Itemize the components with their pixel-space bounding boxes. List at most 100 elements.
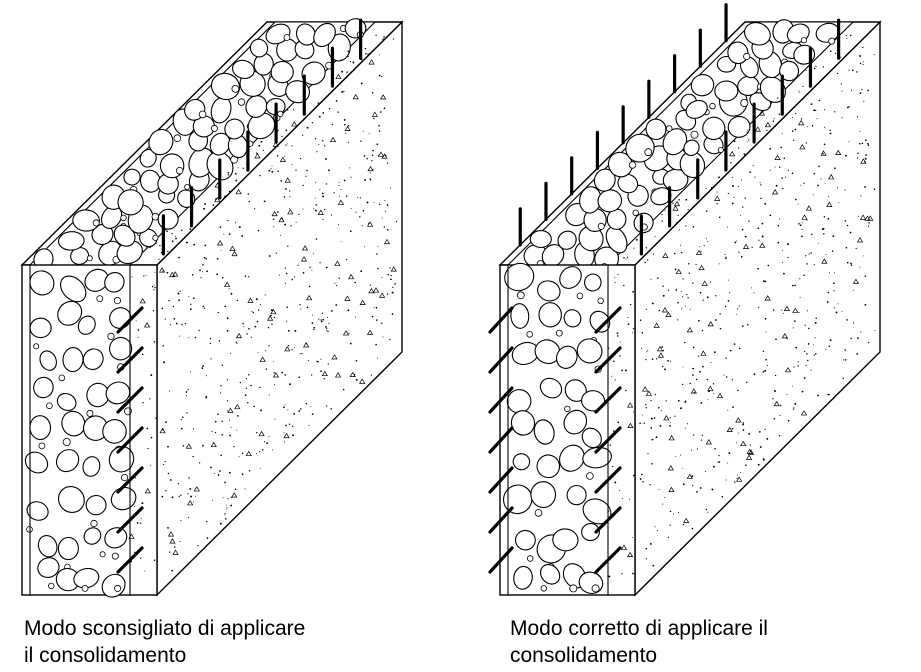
plaster-dot xyxy=(288,423,291,425)
plaster-dot xyxy=(827,217,830,220)
plaster-dot xyxy=(375,306,378,309)
rubble-stone xyxy=(504,262,535,292)
connector-bar-right-side xyxy=(116,546,144,574)
plaster-dot xyxy=(662,503,664,505)
plaster-dot xyxy=(856,116,859,118)
plaster-dot xyxy=(718,461,721,463)
plaster-dot xyxy=(369,172,371,174)
plaster-dot xyxy=(800,184,802,186)
plaster-grain xyxy=(367,165,374,172)
rubble-stone xyxy=(633,212,654,234)
plaster-dot xyxy=(619,355,621,357)
plaster-dot xyxy=(218,340,221,342)
rubble-stone xyxy=(117,189,144,216)
plaster-dot xyxy=(757,227,760,230)
rubble-pebble xyxy=(576,292,584,300)
plaster-dot xyxy=(308,424,310,426)
plaster-dot xyxy=(287,329,290,332)
plaster-grain xyxy=(746,448,753,454)
plaster-dot xyxy=(219,470,221,472)
plaster-dot xyxy=(645,407,648,409)
plaster-dot xyxy=(286,320,288,322)
plaster-dot xyxy=(777,241,780,244)
plaster-dot xyxy=(627,323,630,326)
plaster-dot xyxy=(291,163,293,165)
plaster-grain xyxy=(271,210,278,217)
plaster-dot xyxy=(757,267,760,270)
plaster-dot xyxy=(859,62,862,65)
plaster-dot xyxy=(342,388,345,391)
plaster-dot xyxy=(799,224,802,227)
plaster-dot xyxy=(625,389,627,392)
connector-bar-right-side xyxy=(594,386,622,414)
plaster-dot xyxy=(389,338,391,341)
plaster-dot xyxy=(220,392,222,394)
plaster-dot xyxy=(688,262,690,265)
plaster-dot xyxy=(731,379,733,381)
plaster-dot xyxy=(682,483,685,486)
plaster-dot xyxy=(846,319,848,321)
plaster-dot xyxy=(295,221,297,223)
plaster-dot xyxy=(226,379,229,381)
plaster-dot xyxy=(189,371,191,373)
plaster-dot xyxy=(347,50,350,53)
rubble-stone xyxy=(533,419,555,445)
plaster-dot xyxy=(172,305,175,308)
rubble-stone xyxy=(552,528,579,552)
plaster-grain xyxy=(247,297,254,303)
plaster-dot xyxy=(856,353,859,355)
plaster-grain xyxy=(826,201,833,207)
plaster-dot xyxy=(301,352,303,355)
plaster-grain xyxy=(259,356,266,362)
plaster-dot xyxy=(348,141,350,143)
rubble-stone xyxy=(29,270,55,296)
plaster-dot xyxy=(815,317,817,319)
plaster-dot xyxy=(292,109,295,111)
plaster-dot xyxy=(182,445,185,447)
plaster-dot xyxy=(174,546,176,548)
plaster-dot xyxy=(838,202,840,204)
plaster-dot xyxy=(727,192,730,195)
connector-bar-left-side xyxy=(488,506,514,534)
rubble-stone xyxy=(529,230,552,248)
plaster-dot xyxy=(284,374,287,376)
plaster-dot xyxy=(695,378,698,381)
plaster-dot xyxy=(376,357,379,359)
plaster-dot xyxy=(343,179,346,182)
plaster-dot xyxy=(857,337,859,339)
plaster-dot xyxy=(137,329,140,331)
plaster-dot xyxy=(206,375,208,377)
plaster-dot xyxy=(308,285,311,288)
plaster-grain xyxy=(128,533,135,539)
plaster-dot xyxy=(234,488,237,491)
plaster-dot xyxy=(815,109,817,112)
plaster-dot xyxy=(667,536,670,539)
plaster-dot xyxy=(265,368,268,370)
plaster-dot xyxy=(775,184,778,187)
plaster-dot xyxy=(759,182,761,184)
plaster-dot xyxy=(818,165,820,168)
plaster-dot xyxy=(813,354,816,356)
plaster-dot xyxy=(293,413,296,415)
plaster-grain xyxy=(366,221,374,227)
plaster-dot xyxy=(226,410,229,412)
plaster-dot xyxy=(317,102,320,104)
plaster-dot xyxy=(684,427,686,429)
plaster-dot xyxy=(322,112,325,114)
plaster-grain xyxy=(185,443,192,449)
plaster-dot xyxy=(773,118,775,120)
plaster-dot xyxy=(323,145,326,147)
plaster-dot xyxy=(699,291,702,294)
plaster-dot xyxy=(306,126,309,129)
plaster-grain xyxy=(686,326,693,333)
plaster-dot xyxy=(211,430,213,432)
rubble-stone xyxy=(563,409,588,435)
plaster-dot xyxy=(692,282,694,284)
plaster-dot xyxy=(154,271,156,273)
plaster-dot xyxy=(821,228,824,231)
plaster-dot xyxy=(798,223,800,225)
plaster-dot xyxy=(347,55,349,58)
plaster-dot xyxy=(737,389,739,392)
plaster-grain xyxy=(378,292,386,298)
rubble-pebble xyxy=(46,402,53,410)
